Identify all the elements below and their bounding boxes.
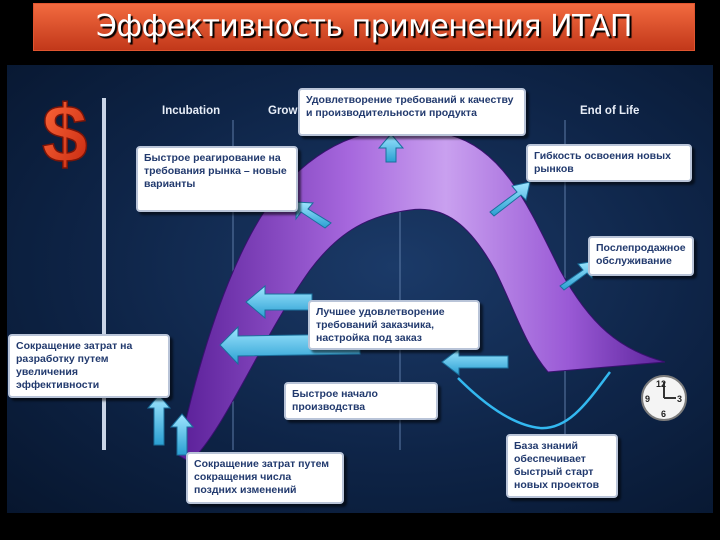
callout-dev-cost: Сокращение затрат на разработку путем ув… <box>8 334 170 398</box>
callout-customization-text: Лучшее удовлетворение требований заказчи… <box>316 306 445 344</box>
arrow-up-late-changes <box>169 413 195 456</box>
phase-label-end-of-life: End of Life <box>580 105 640 117</box>
callout-fast-start: Быстрое начало производства <box>284 382 438 420</box>
callout-fast-start-text: Быстрое начало производства <box>292 388 378 413</box>
phase-label-growth: Grow <box>268 105 298 117</box>
page-title: Эффективность применения ИТАП <box>96 9 633 44</box>
callout-after-sales: Послепродажное обслуживание <box>588 236 694 276</box>
clock-label-9: 9 <box>645 394 650 404</box>
callout-fast-response: Быстрое реагирование на требования рынка… <box>136 146 298 212</box>
callout-late-changes-text: Сокращение затрат путем сокращения числа… <box>194 458 330 496</box>
arrow-up-quality <box>377 133 405 163</box>
callout-fast-response-text: Быстрое реагирование на требования рынка… <box>144 152 287 190</box>
callout-flexibility: Гибкость освоения новых рынков <box>526 144 692 182</box>
callout-flexibility-text: Гибкость освоения новых рынков <box>534 150 671 175</box>
clock-label-6: 6 <box>661 409 666 419</box>
clock-label-12: 12 <box>656 379 666 389</box>
arrow-customization <box>245 284 313 320</box>
clock-icon: 12 3 6 9 <box>641 375 687 421</box>
arrow-up-dev-cost <box>146 394 172 446</box>
callout-knowledge-base-text: База знаний обеспечивает быстрый старт н… <box>514 440 600 491</box>
callout-dev-cost-text: Сокращение затрат на разработку путем ув… <box>16 340 133 391</box>
callout-knowledge-base: База знаний обеспечивает быстрый старт н… <box>506 434 618 498</box>
title-bar: Эффективность применения ИТАП <box>33 3 695 51</box>
knowledge-base-curve <box>457 371 611 430</box>
arrow-fast-response <box>295 201 332 229</box>
dollar-icon: $ <box>42 89 88 180</box>
callout-quality-text: Удовлетворение требований к качеству и п… <box>306 94 514 119</box>
callout-arrows <box>146 133 597 456</box>
clock-label-3: 3 <box>677 394 682 404</box>
callout-after-sales-text: Послепродажное обслуживание <box>596 242 686 267</box>
phase-label-incubation: Incubation <box>162 105 221 117</box>
arrow-flexibility <box>489 181 531 217</box>
callout-customization: Лучшее удовлетворение требований заказчи… <box>308 300 480 350</box>
arrow-knowledge-base <box>441 347 509 377</box>
callout-quality: Удовлетворение требований к качеству и п… <box>298 88 526 136</box>
callout-late-changes: Сокращение затрат путем сокращения числа… <box>186 452 344 504</box>
